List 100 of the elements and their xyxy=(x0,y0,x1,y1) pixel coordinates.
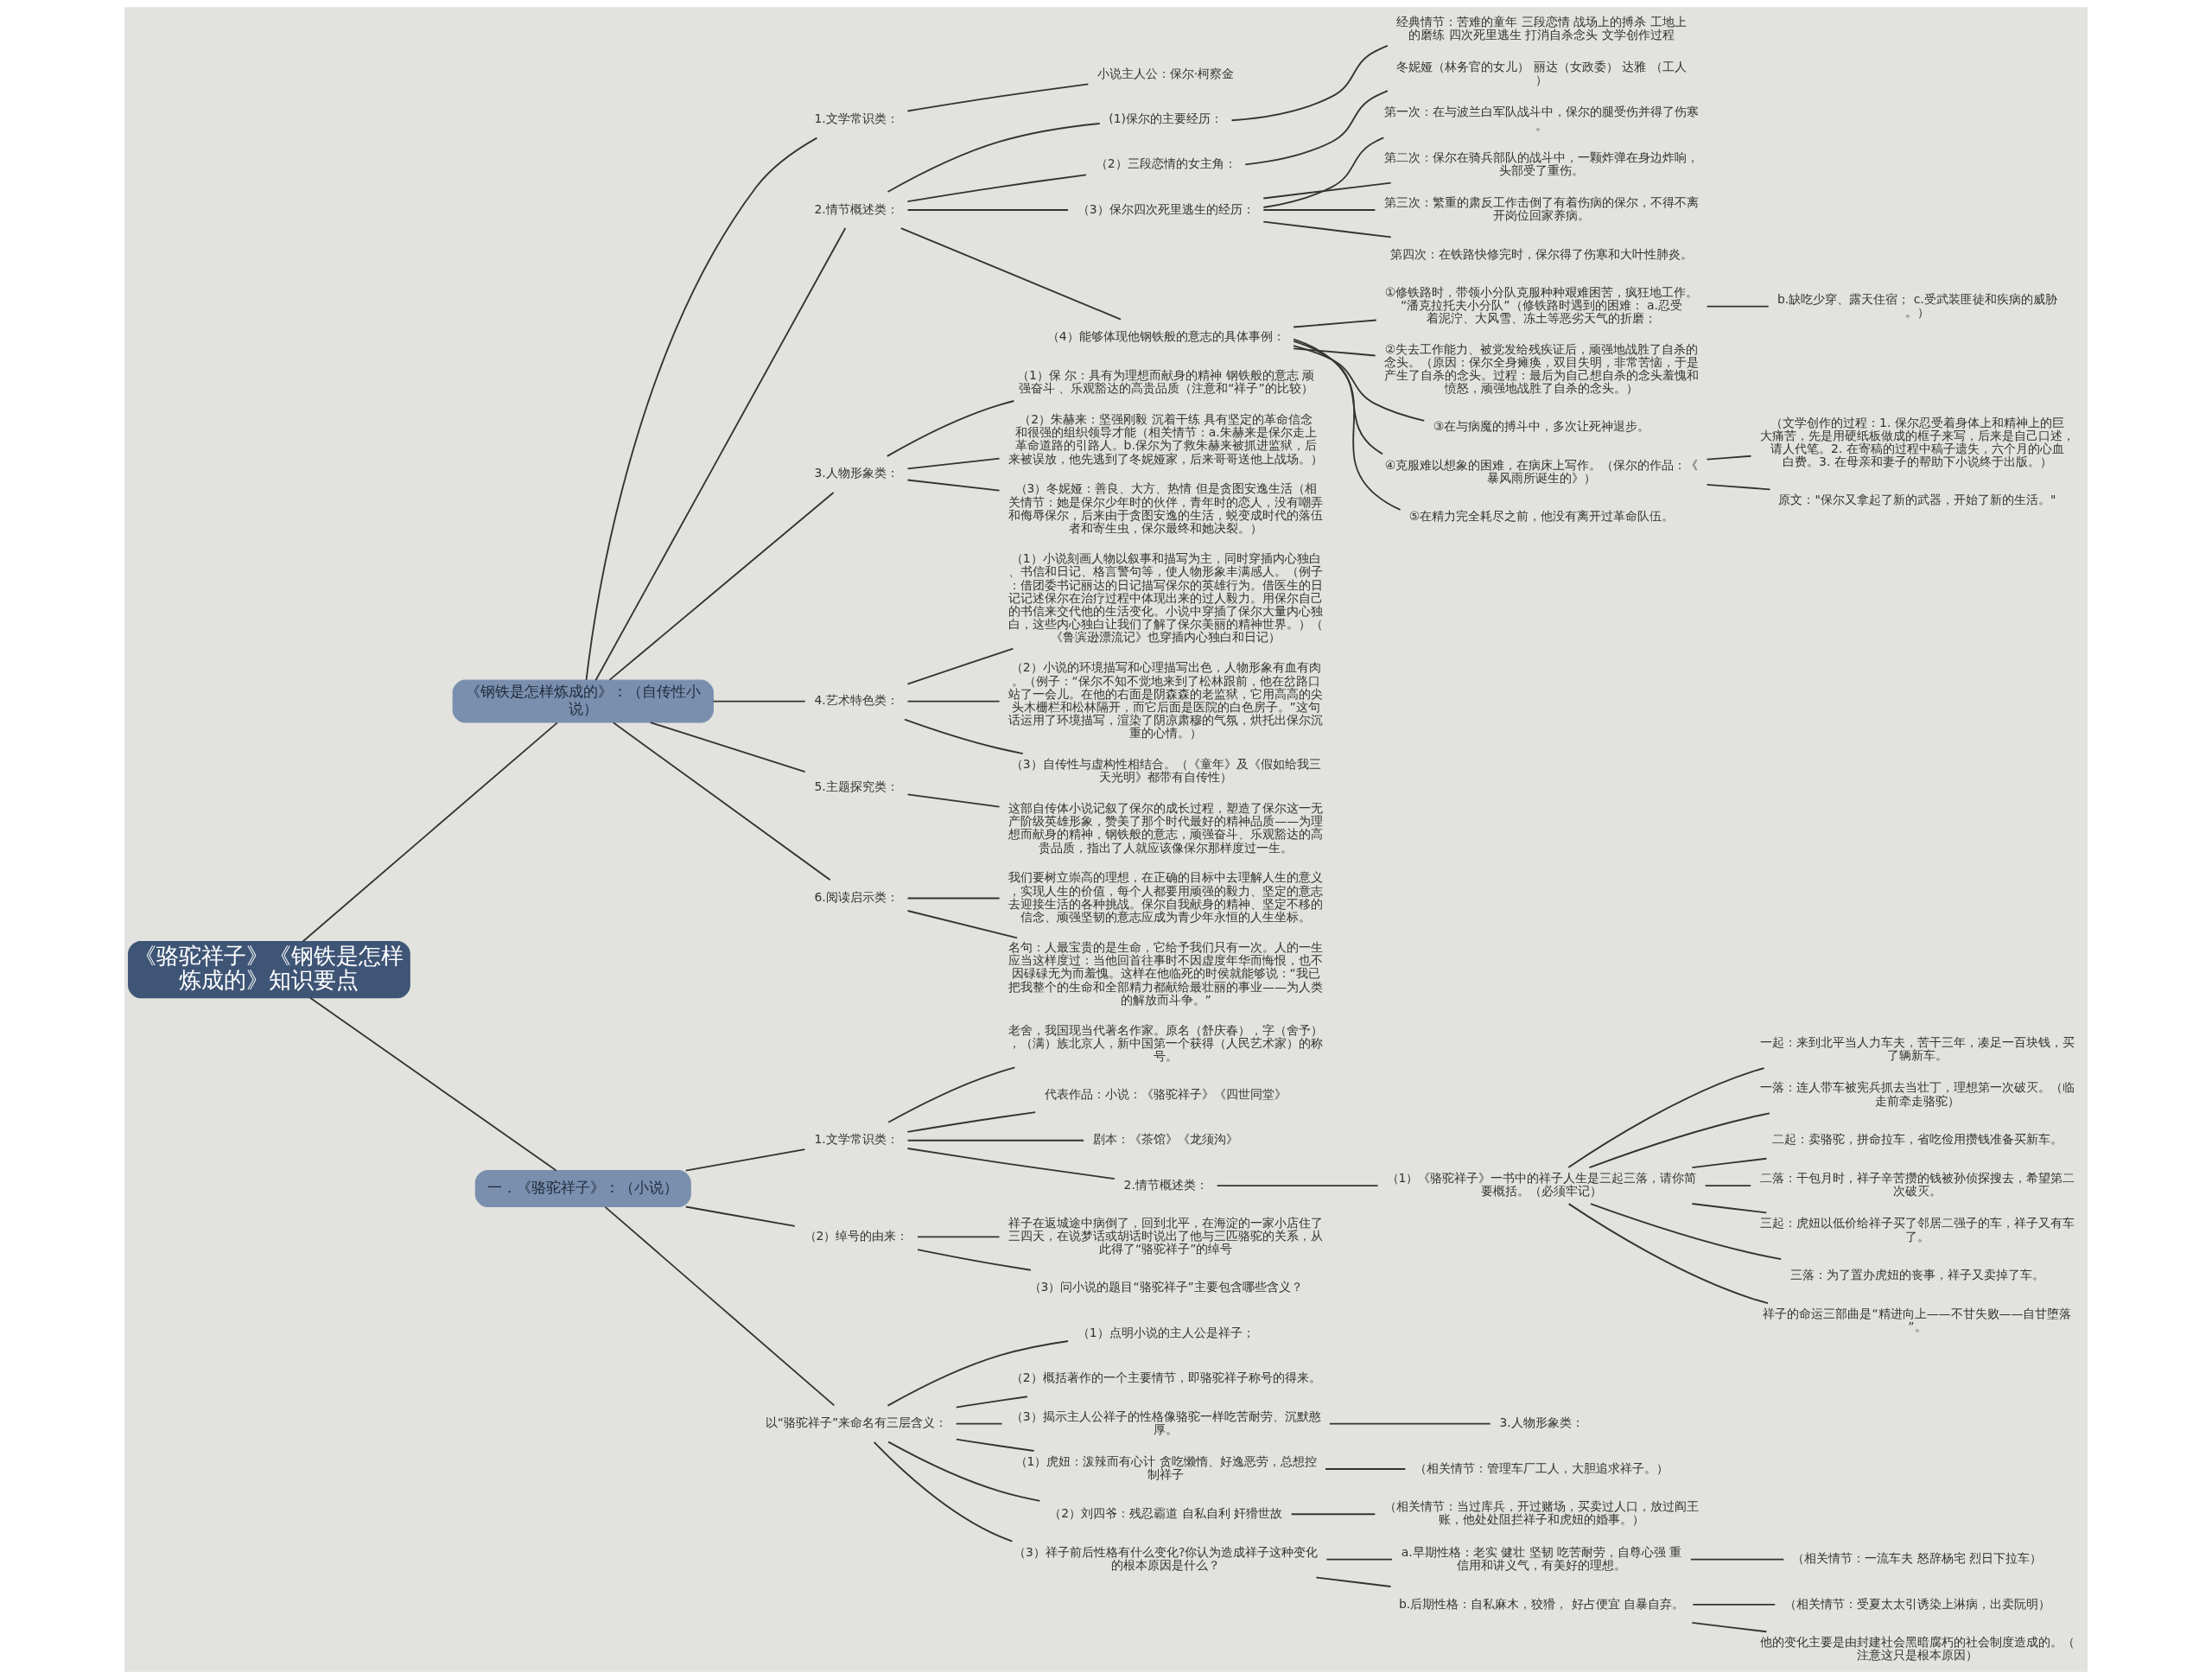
node-text: 经典情节：苦难的童年 三段恋情 战场上的搏杀 工地上的磨练 四次死里逃生 打消自杀念头 文学创作过程 xyxy=(1396,14,1687,41)
node-text: 2.情节概述类： xyxy=(814,201,899,216)
node-text: （1）点明小说的主人公是祥子； xyxy=(1077,1325,1255,1339)
node-text: ④克服难以想象的困难，在病床上写作。（保尔的作品：《暴风雨所诞生的》） xyxy=(1384,457,1699,485)
node-text: ①修铁路时，带领小分队克服种种艰难困苦，疯狂地工作。“潘克拉托夫小分队”（修铁路时遇到的困难： a.忍受着泥泞、大风雪、冻土等恶劣天气的折磨； xyxy=(1384,285,1699,326)
node-text: （2）小说的环境描写和心理描写出色，人物形象有血有肉。（例子：“保尔不知不觉地来到了松林跟前，他在岔路口站了一会儿。在他的右面是阴森森的老监狱，它用高高的尖头木栅栏和松林隔开，而它后面是医院的白色房子。”这句话运用了环境描写，渲染了阴凉肃穆的气氛，烘托出保尔沉重的心情。） xyxy=(1008,660,1324,741)
connector xyxy=(1689,1558,1785,1561)
node-text: （文学创作的过程：1. 保尔忍受着身体上和精神上的巨大痛苦，先是用硬纸板做成的框子来写，后来是自己口述，请人代笔。2. 在寄稿的过程中稿子遗失，六个月的心血白费。3. 在母亲和妻子的帮助下小说终于出版。） xyxy=(1759,415,2075,469)
connector xyxy=(604,1205,836,1407)
connector xyxy=(906,1139,1085,1142)
connector xyxy=(1293,345,1426,422)
connector xyxy=(585,137,818,681)
node-text: 原文："保尔又拿起了新的武器，开始了新的生活。" xyxy=(1778,492,2056,506)
connector xyxy=(1590,1203,1783,1261)
connector xyxy=(1216,1185,1379,1186)
node-text: 3.人物形象类： xyxy=(1499,1415,1584,1430)
connector xyxy=(904,718,1024,754)
connector xyxy=(1315,1576,1392,1587)
node-text: 祥子在返城途中病倒了，回到北平，在海淀的一家小店住了三四天，在说梦话或胡话时说出了他与三匹骆驼的关系，从此得了“骆驼祥子”的绰号 xyxy=(1008,1215,1324,1256)
connector xyxy=(886,400,1015,457)
connector xyxy=(1290,1513,1376,1516)
connector xyxy=(1691,1157,1768,1169)
connector xyxy=(1325,1558,1393,1561)
node-text: 他的变化主要是由封建社会黑暗腐朽的社会制度造成的。（注意这只是根本原因） xyxy=(1759,1635,2075,1663)
connector xyxy=(594,227,847,682)
node-text: 1.文学常识类： xyxy=(814,1132,899,1147)
connector xyxy=(899,227,1122,321)
connector xyxy=(1293,338,1402,511)
node-text: （相关情节：一流车夫 怒辞杨宅 烈日下拉车） xyxy=(1792,1551,2043,1566)
connector xyxy=(712,700,806,703)
node-text: 6.阅读启示类： xyxy=(814,890,899,905)
connector xyxy=(1704,1185,1752,1186)
node-text: 第三次：繁重的肃反工作击倒了有着伤病的保尔，不得不离开岗位回家养病。 xyxy=(1384,195,1700,223)
node-text: 第四次：在铁路快修完时，保尔得了伤寒和大叶性肺炎。 xyxy=(1390,246,1694,261)
connector xyxy=(955,1422,1003,1425)
node-text: ⑤在精力完全耗尽之前，他没有离开过革命队伍。 xyxy=(1408,509,1675,524)
connector xyxy=(906,793,1001,808)
connector xyxy=(1262,137,1385,208)
connector xyxy=(906,1148,1116,1180)
connector xyxy=(955,1396,1028,1409)
node-text: 三起：虎妞以低价给祥子买了邻居二强子的车，祥子又有车了。 xyxy=(1759,1216,2075,1243)
node-text: （1）《骆驼祥子》一书中的祥子人生是三起三落，请你简要概括。（必须牢记） xyxy=(1386,1171,1697,1199)
connector xyxy=(955,1438,1035,1452)
connector xyxy=(302,722,558,943)
connector xyxy=(1293,347,1376,357)
connector xyxy=(1262,209,1376,211)
connector xyxy=(1262,181,1392,200)
node-text: （1）保 尔：具有为理想而献身的精神 钢铁般的意志 顽强奋斗 、乐观豁达的高贵品质（注意和“祥子”的比较） xyxy=(1017,368,1315,396)
connector xyxy=(1293,340,1383,455)
connector xyxy=(1691,1203,1768,1214)
node-text: （3）冬妮娅：善良、大方、热情 但是贪图安逸生活（相关情节：她是保尔少年时的伙伴，青年时的恋人，没有嘲弄和侮辱保尔，后来由于贪图安逸的生活，蜕变成时代的落伍者和寄生虫，保尔最终和她决裂。） xyxy=(1008,481,1324,535)
connector xyxy=(906,897,1001,900)
node-text: （1）虎妞：泼辣而有心计 贪吃懒惰、好逸恶劳，总想控制祥子 xyxy=(1014,1454,1317,1482)
node-text: 小说主人公：保尔·柯察金 xyxy=(1096,66,1235,80)
connector xyxy=(1706,305,1770,308)
connector xyxy=(1230,44,1389,122)
node-text: （相关情节：受夏太太引诱染上淋病，出卖阮明） xyxy=(1783,1596,2050,1611)
connector xyxy=(1588,1112,1770,1168)
connector xyxy=(906,209,1069,211)
connector xyxy=(887,123,1101,193)
node-text: 一落：连人带车被宪兵抓去当壮丁，理想第一次破灭。（临走前牵走骆驼） xyxy=(1759,1080,2075,1108)
node-text: （3）祥子前后性格有什么变化?你认为造成祥子这种变化的根本原因是什么？ xyxy=(1014,1544,1319,1572)
connector xyxy=(1244,90,1389,166)
connector xyxy=(1691,1621,1768,1633)
connector xyxy=(1706,483,1771,491)
node-text: 1.文学常识类： xyxy=(814,111,899,125)
connector xyxy=(906,1111,1037,1133)
connector xyxy=(917,1249,1032,1271)
node-text: 剧本：《茶馆》《龙须沟》 xyxy=(1093,1132,1239,1147)
node-text: 代表作品：小说：《骆驼祥子》《四世同堂》 xyxy=(1045,1087,1287,1102)
node-text: 祥子的命运三部曲是“精进向上——不甘失败——自甘堕落”。 xyxy=(1763,1307,2072,1334)
node-text: 4.艺术特色类： xyxy=(814,693,899,708)
node-text: 5.主题探究类： xyxy=(814,779,899,794)
node-text: （2）刘四爷：残忍霸道 自私自利 奸猾世故 xyxy=(1049,1505,1283,1520)
connector xyxy=(1706,455,1752,461)
node-text: 以“骆驼祥子”来命名有三层含义： xyxy=(765,1415,948,1430)
node-text: 一起：来到北平当人力车夫，苦干三年，凑足一百块钱，买了辆新车。 xyxy=(1759,1035,2075,1063)
connector xyxy=(906,647,1014,685)
connector xyxy=(906,910,1018,939)
connector xyxy=(1567,1203,1769,1304)
connector xyxy=(612,722,831,881)
node-text: 我们要树立崇高的理想，在正确的目标中去理解人生的意义，实现人生的价值，每个人都要用顽强的毅力、坚定的意志去迎接生活的各种挑战。保尔自我献身的精神、坚定不移的信念、顽强坚韧的意志应成为青少年永恒的人生坐标。 xyxy=(1008,870,1324,924)
connector xyxy=(1328,1422,1491,1425)
node-text: 冬妮娅（林务官的女儿） 丽达（女政委） 达雅 （工人） xyxy=(1396,60,1687,87)
node-text: ③在与病魔的搏斗中，多次让死神退步。 xyxy=(1433,418,1650,433)
connector xyxy=(608,492,835,681)
connector xyxy=(906,457,1001,470)
node-text: b.缺吃少穿、露天住宿； c.受武装匪徒和疾病的威胁。） xyxy=(1777,291,2057,319)
node-text: （4）能够体现他钢铁般的意志的具体事例： xyxy=(1046,329,1285,344)
node-text: 名句：人最宝贵的是生命，它给予我们只有一次。人的一生应当这样度过：当他回首往事时不因虚度年华而悔恨，也不因碌碌无为而羞愧。这样在他临死的时侯就能够说：“我已把我整个的生命和全部精力都献给最壮丽的事业——为人类的解放而斗争。” xyxy=(1008,940,1324,1007)
connector xyxy=(887,1066,1016,1123)
connector xyxy=(906,174,1087,203)
connector xyxy=(684,1205,796,1227)
connector xyxy=(906,83,1090,112)
connector xyxy=(1325,1468,1407,1470)
connector xyxy=(1262,220,1392,238)
node-text: （相关情节：管理车厂工人，大胆追求祥子。） xyxy=(1414,1460,1669,1475)
connector xyxy=(309,996,557,1172)
connector xyxy=(1692,1604,1777,1606)
node-text: 三落：为了置办虎妞的丧事，祥子又卖掉了车。 xyxy=(1789,1268,2044,1282)
